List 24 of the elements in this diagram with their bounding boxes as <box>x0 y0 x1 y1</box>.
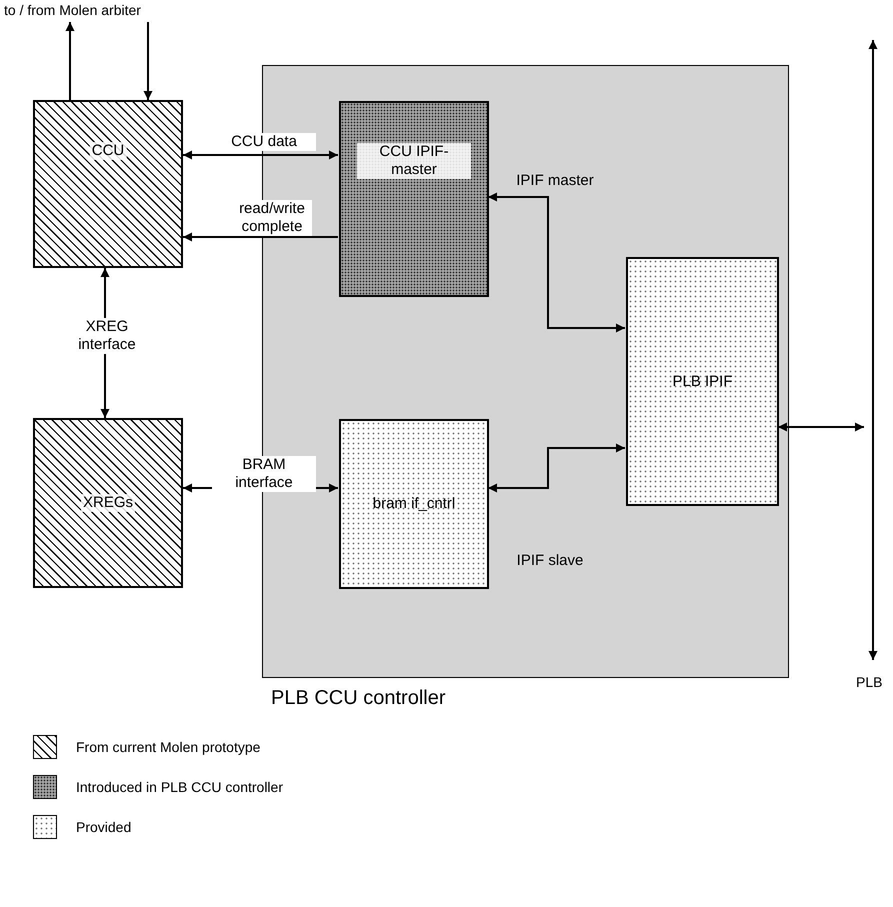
connector-arrow <box>183 150 338 160</box>
edge-label: BRAM interface <box>212 456 316 492</box>
connector-arrow <box>488 444 625 492</box>
module-box <box>33 418 183 588</box>
connector-arrow <box>144 22 152 100</box>
bus-label: PLB <box>856 674 882 690</box>
module-box <box>33 100 183 268</box>
module-box <box>339 101 489 297</box>
connector-arrow <box>778 422 864 432</box>
connector-arrow <box>488 192 625 332</box>
legend-text: Introduced in PLB CCU controller <box>76 779 283 795</box>
module-box <box>339 419 489 589</box>
module-name: CCU <box>90 142 126 160</box>
panel-title: PLB CCU controller <box>271 687 446 710</box>
legend-text: From current Molen prototype <box>76 739 260 755</box>
module-name: PLB IPIF <box>671 372 734 390</box>
signal-label: to / from Molen arbiter <box>4 2 141 18</box>
connector-arrow <box>66 22 74 100</box>
module-name: CCU IPIF-master <box>357 142 471 179</box>
connector-arrow <box>183 232 338 242</box>
module-name: XREGs <box>81 494 135 512</box>
legend-text: Provided <box>76 819 132 835</box>
module-box <box>626 257 779 506</box>
module-name: bram if_cntrl <box>372 495 456 513</box>
